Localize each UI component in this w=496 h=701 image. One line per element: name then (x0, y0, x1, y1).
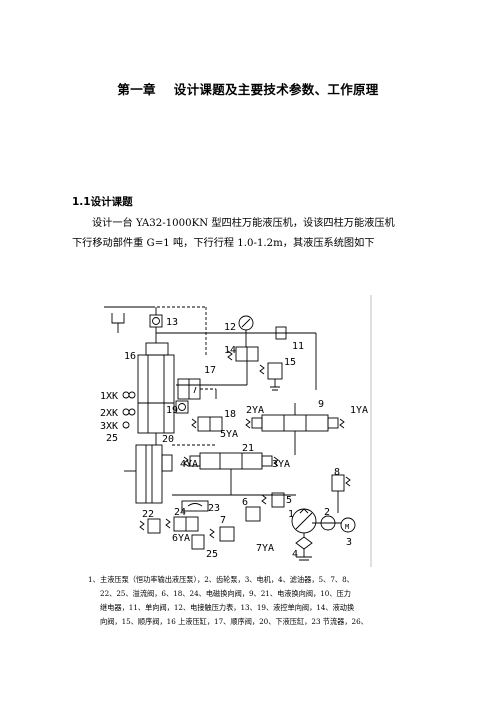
label-12: 12 (224, 322, 236, 333)
label-18: 18 (224, 409, 236, 420)
section-title: 1.1设计课题 (72, 196, 133, 208)
label-15: 15 (284, 357, 296, 368)
check-valve-11 (275, 326, 287, 340)
label-21: 21 (242, 443, 254, 454)
lower-cylinder-20 (135, 444, 163, 504)
caption-line-3: 继电器，11、单向阀，12、电接触压力表，13、19、液控单向阀，14、液动换 (100, 603, 355, 612)
label-25: 25 (106, 433, 118, 444)
valve-13 (149, 314, 163, 328)
label-17: 17 (204, 365, 216, 376)
chapter-number: 第一章 (117, 82, 156, 97)
label-2: 2 (324, 507, 330, 518)
label-1YA: 1YA (350, 405, 368, 416)
throttle-23 (181, 500, 209, 512)
label-4: 4 (292, 549, 298, 560)
label-7YA: 7YA (256, 543, 274, 554)
body-paragraph: 设计一台 YA32-1000KN 型四柱万能液压机，设该四柱万能液压机 下行移动… (72, 214, 432, 254)
chapter-heading: 第一章 设计课题及主要技术参数、工作原理 (0, 79, 496, 98)
filter-4 (295, 536, 313, 550)
chapter-title: 设计课题及主要技术参数、工作原理 (173, 82, 379, 97)
relief-valve-7 (219, 526, 235, 542)
label-5YA: 5YA (220, 429, 238, 440)
label-9: 9 (318, 399, 324, 410)
figure-caption: 1、 主液压泵（恒功率输出液压泵），2、齿轮泵，3、电机，4、滤油器，5、7、8… (88, 573, 420, 629)
label-13: 13 (166, 317, 178, 328)
label-20: 20 (162, 434, 174, 445)
caption-line-1: 主液压泵（恒功率输出液压泵），2、齿轮泵，3、电机，4、滤油器，5、7、8、 (100, 575, 354, 584)
label-4YA: 4YA (180, 459, 198, 470)
label-24: 24 (174, 507, 186, 518)
relief-valve-25 (191, 534, 205, 550)
relief-valve-5 (271, 492, 285, 508)
label-5: 5 (286, 495, 292, 506)
label-3XK: 3XK (100, 421, 118, 432)
label-8: 8 (334, 467, 340, 478)
label-23: 23 (208, 503, 220, 514)
caption-line-2: 22、25、溢流阀，6、18、24、电磁换向阀，9、21、电液换向阀，10、压力 (100, 589, 351, 598)
label-2YA: 2YA (246, 405, 264, 416)
label-6: 6 (242, 497, 248, 508)
paragraph-line-1: 设计一台 YA32-1000KN 型四柱万能液压机，设该四柱万能液压机 (92, 218, 395, 229)
label-22: 22 (142, 509, 154, 520)
paragraph-line-2: 下行移动部件重 G=1 吨，下行行程 1.0-1.2m，其液压系统图如下 (72, 238, 375, 249)
label-2XK: 2XK (100, 408, 118, 419)
hydraulic-system-diagram: 13 12 11 14 15 16 17 19 18 9 2YA 1YA 5YA… (100, 295, 372, 567)
label-1: 1 (288, 509, 294, 520)
electro-hydraulic-valve-9 (261, 414, 329, 432)
electro-hydraulic-valve-21 (199, 452, 263, 470)
label-3: 3 (346, 537, 352, 548)
solenoid-valve-6 (245, 506, 261, 522)
label-M: M (345, 523, 349, 531)
motor-3 (340, 517, 356, 533)
label-11: 11 (292, 341, 304, 352)
label-19: 19 (166, 405, 178, 416)
relief-valve-22 (147, 518, 161, 534)
tank-symbol (111, 313, 125, 324)
label-3YA: 3YA (272, 459, 290, 470)
label-14: 14 (224, 345, 236, 356)
caption-number: 1、 (88, 575, 100, 584)
sequence-valve-15 (267, 362, 283, 380)
label-1XK: 1XK (100, 391, 118, 402)
label-25-lower: 25 (206, 549, 218, 560)
label-16: 16 (124, 351, 136, 362)
upper-cylinder-16 (137, 354, 175, 434)
valve-19 (175, 400, 189, 414)
caption-line-4: 向阀，15、顺序阀，16 上液压缸，17、顺序阀，20、下液压缸，23 节流器，… (100, 617, 368, 626)
label-7: 7 (220, 515, 226, 526)
label-6YA: 6YA (172, 533, 190, 544)
